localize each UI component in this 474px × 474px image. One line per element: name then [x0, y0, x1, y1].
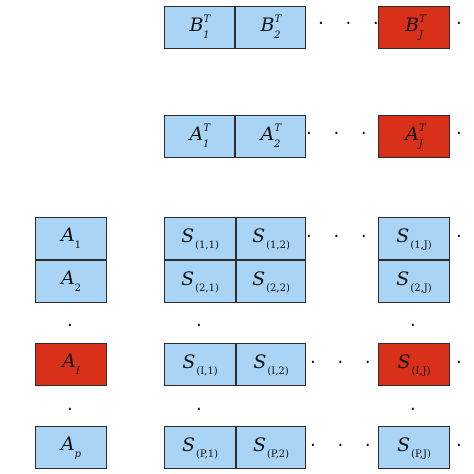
s-row1-trailing-dot: ·	[456, 226, 462, 247]
block-b2-transpose: BT2	[235, 6, 306, 49]
s-rowp-trailing-dot: ·	[456, 435, 462, 456]
block-s-2-j: S(2,J)	[378, 260, 450, 303]
col-a-vdot-1: ·	[67, 315, 73, 336]
block-s-1-j: S(1,J)	[378, 217, 450, 260]
block-s-2-1: S(2,1)	[164, 260, 236, 303]
block-a2: A2	[35, 260, 107, 303]
s-col1-vdot-1: ·	[196, 315, 202, 336]
row-a-trailing-dot: ·	[456, 123, 462, 144]
block-s-p-1: S(P,1)	[164, 426, 236, 469]
block-s-1-2: S(1,2)	[236, 217, 306, 260]
row-a-ellipsis: · · ·	[306, 123, 375, 144]
s-rowi-ellipsis: · · ·	[310, 352, 379, 373]
s-colj-vdot-1: ·	[410, 315, 416, 336]
s-col1-vdot-2: ·	[196, 399, 202, 420]
block-s-i-2: S(I,2)	[236, 343, 306, 386]
block-s-2-2: S(2,2)	[236, 260, 306, 303]
block-aj-transpose: ATJ	[378, 115, 450, 158]
block-s-p-j: S(P,J)	[378, 426, 450, 469]
block-s-i-1: S(I,1)	[164, 343, 236, 386]
block-a1: A1	[35, 217, 107, 260]
col-a-vdot-2: ·	[67, 399, 73, 420]
s-rowi-trailing-dot: ·	[456, 352, 462, 373]
block-s-i-j: S(I,J)	[378, 343, 450, 386]
block-b1-transpose: BT1	[164, 6, 235, 49]
s-rowp-ellipsis: · · ·	[310, 435, 379, 456]
block-a2-transpose: AT2	[235, 115, 306, 158]
block-s-1-1: S(1,1)	[164, 217, 236, 260]
block-ap: Ap	[35, 426, 107, 469]
s-colj-vdot-2: ·	[410, 399, 416, 420]
s-row1-ellipsis: · · ·	[306, 226, 375, 247]
block-ai: AI	[35, 343, 107, 386]
block-bj-transpose: BTJ	[378, 6, 450, 49]
block-s-p-2: S(P,2)	[236, 426, 306, 469]
block-a1-transpose: AT1	[164, 115, 235, 158]
row-b-trailing-dot: ·	[456, 13, 462, 34]
row-b-ellipsis: · · ·	[318, 13, 387, 34]
